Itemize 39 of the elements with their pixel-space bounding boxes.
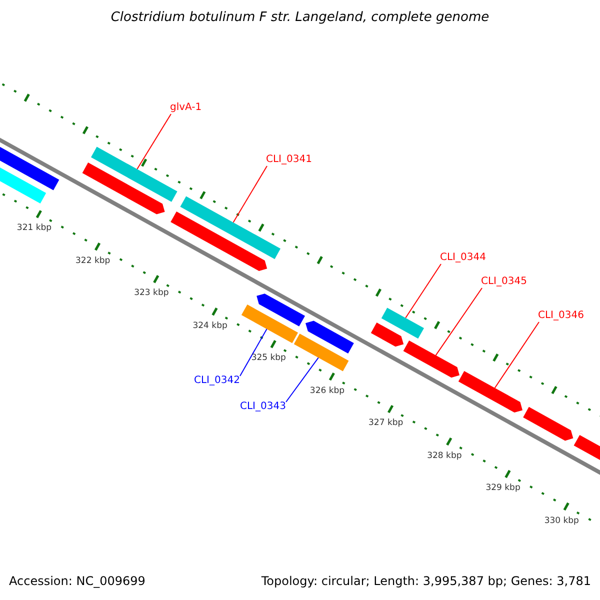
gene-bar xyxy=(91,146,178,202)
scale-label: 330 kbp xyxy=(544,516,579,526)
gene-feature-block xyxy=(403,340,460,378)
gene-feature-block xyxy=(256,294,305,326)
leader-line xyxy=(240,328,268,376)
footer-text: Topology: circular; Length: 3,995,387 bp; Genes: 3,781 xyxy=(261,574,591,588)
leader-line xyxy=(232,166,268,223)
gene-label: CLI_0345 xyxy=(481,276,527,288)
gene-feature-block xyxy=(370,322,404,347)
title: Clostridium botulinum F str. Langeland, complete genome xyxy=(110,10,490,25)
scale-label: 328 kbp xyxy=(427,450,462,461)
gene-label: CLI_0346 xyxy=(538,310,584,322)
leader-line xyxy=(286,357,319,402)
gene-label: CLI_0344 xyxy=(440,252,486,264)
gene-feature-block xyxy=(306,320,354,354)
scale-label: 321 kbp xyxy=(16,223,52,234)
scale-label: 329 kbp xyxy=(486,483,520,494)
scale-label: 325 kbp xyxy=(251,353,286,364)
gene-label: glvA-1 xyxy=(170,102,202,114)
leader-line xyxy=(435,288,482,356)
scale-label: 322 kbp xyxy=(76,256,110,266)
scale-label: 323 kbp xyxy=(134,288,169,298)
leader-line xyxy=(494,322,540,388)
gene-feature-block xyxy=(170,212,268,271)
footer-text: Accession: NC_009699 xyxy=(9,574,146,588)
scale-label: 327 kbp xyxy=(368,418,404,428)
scale-label: 326 kbp xyxy=(310,386,345,396)
gene-label: CLI_0343 xyxy=(240,401,286,413)
gene-bar xyxy=(180,196,280,260)
gene-feature-block xyxy=(458,371,522,412)
gene-label: CLI_0342 xyxy=(194,375,240,387)
gene-bar xyxy=(241,304,298,344)
gene-feature-block xyxy=(523,406,574,441)
gene-label: CLI_0341 xyxy=(266,154,312,166)
gene-feature-block xyxy=(82,162,165,214)
leader-line xyxy=(136,114,172,170)
scale-label: 324 kbp xyxy=(192,320,228,331)
gene-bar xyxy=(294,334,349,372)
gene-bar xyxy=(381,308,424,339)
